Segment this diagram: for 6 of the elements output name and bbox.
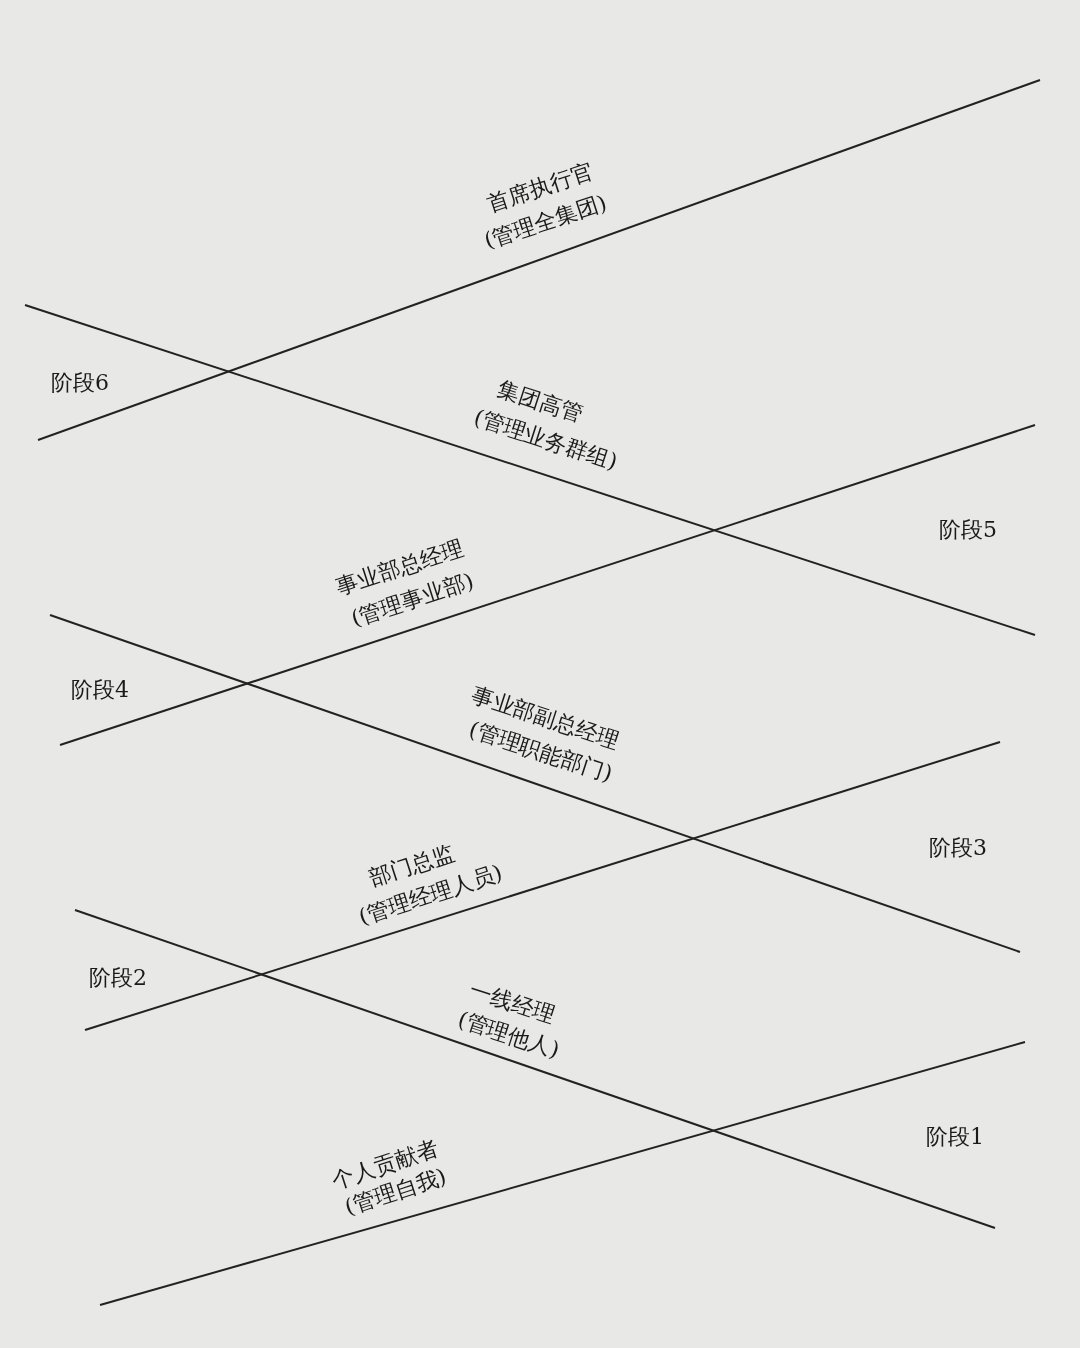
stage-label: 阶段5 <box>939 516 997 544</box>
stage-label: 阶段1 <box>926 1123 984 1151</box>
stage-label: 阶段6 <box>51 369 109 397</box>
stage-label: 阶段4 <box>71 676 129 704</box>
stage-label: 阶段3 <box>929 834 987 862</box>
stage-label: 阶段2 <box>89 964 147 992</box>
